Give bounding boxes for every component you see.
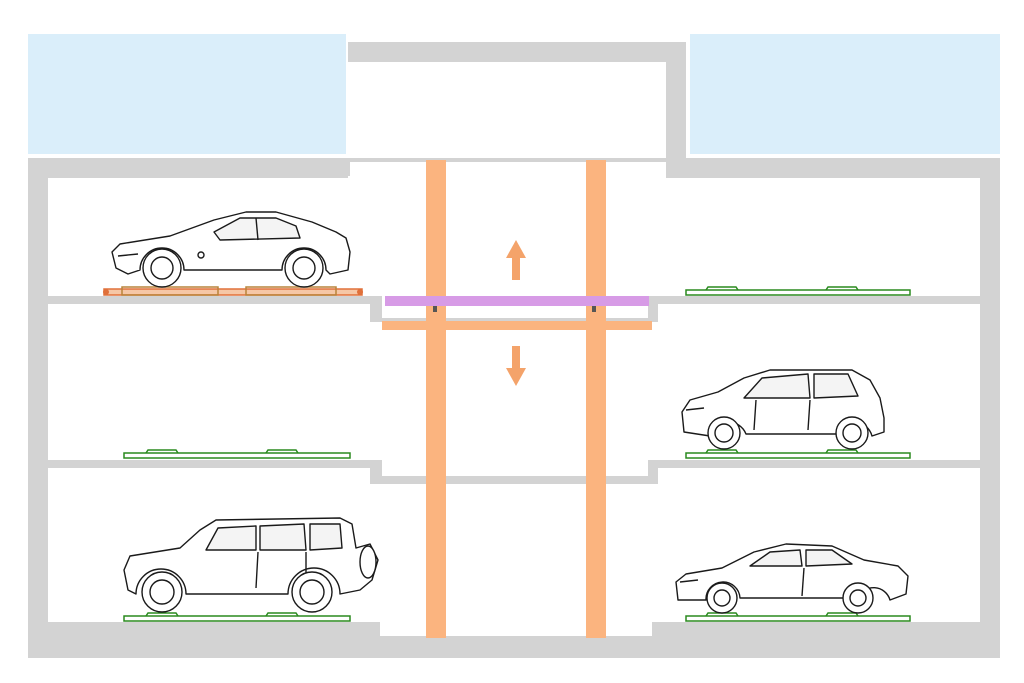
lift-column-left — [426, 160, 446, 638]
sky-left — [28, 34, 346, 154]
building-walls — [28, 42, 1000, 658]
lift-platform-pin-left — [433, 306, 437, 312]
pallet-upper-left — [103, 286, 363, 296]
hatchback-icon — [681, 369, 885, 450]
pallet-upper-right — [685, 286, 911, 296]
lift-column-right — [586, 160, 606, 638]
pallet-middle-right — [685, 449, 911, 459]
lift-deck — [382, 321, 652, 330]
pallet-lower-right — [685, 612, 911, 622]
sedan-icon — [675, 543, 909, 614]
lift-platform-pin-right — [592, 306, 596, 312]
arrow-up-icon — [506, 240, 526, 280]
lift-platform — [385, 296, 649, 306]
arrow-down-icon — [506, 346, 526, 386]
suv-icon — [123, 517, 379, 613]
sky-right — [690, 34, 1000, 154]
pallet-lower-left — [123, 612, 351, 622]
roadster-icon — [111, 211, 351, 288]
pallet-middle-left — [123, 449, 351, 459]
